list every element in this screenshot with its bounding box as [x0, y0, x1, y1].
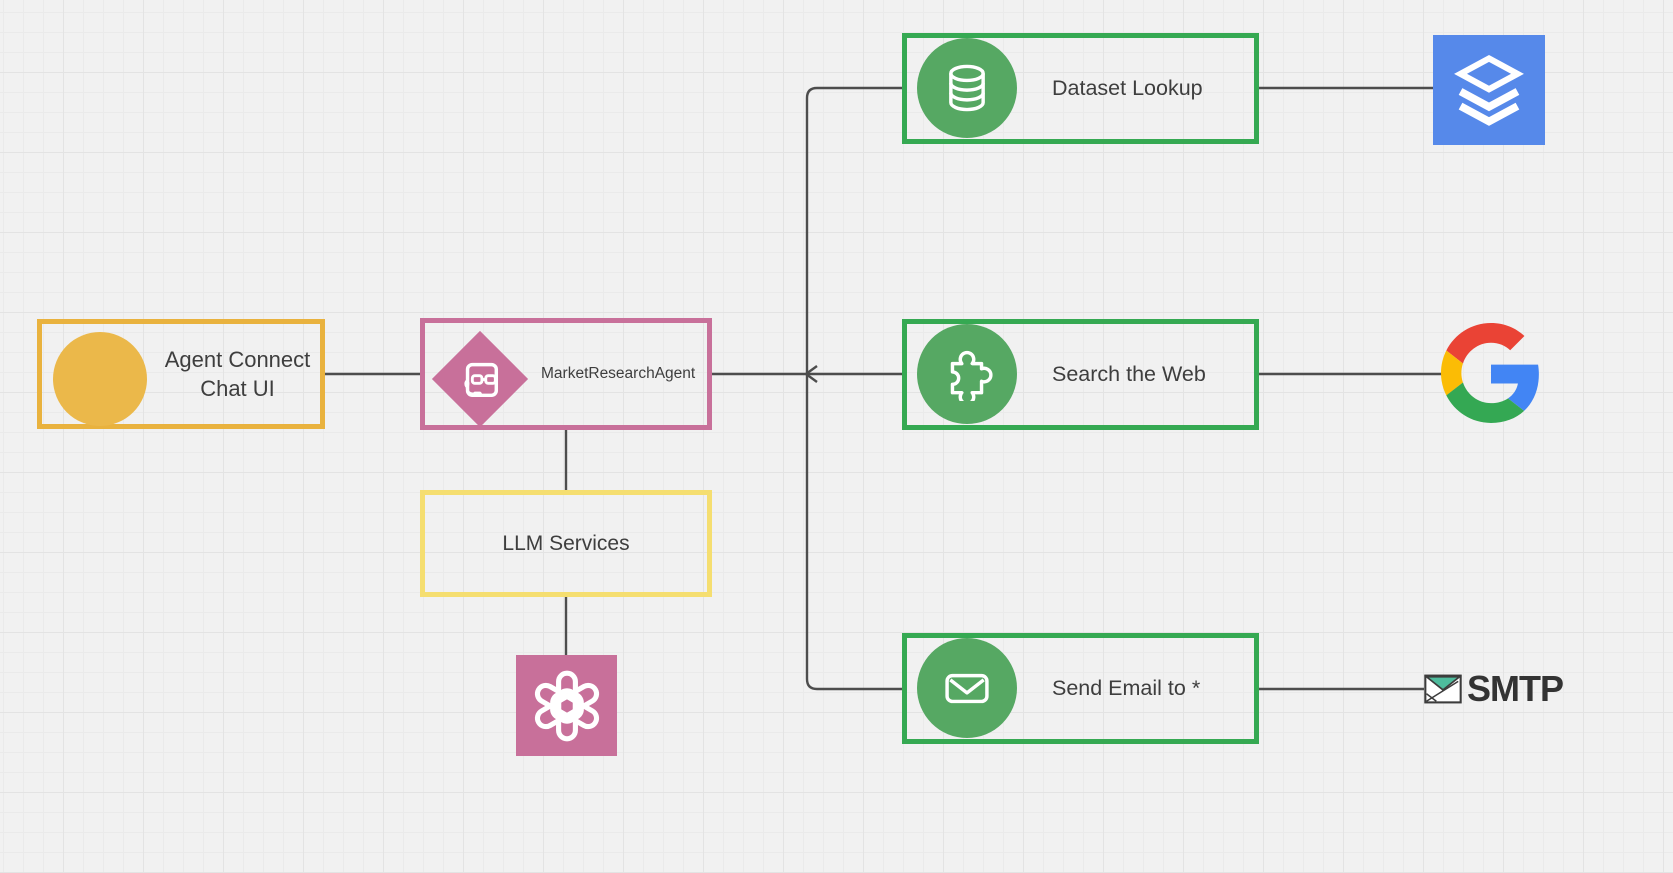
tool-label-search-the-web: Search the Web [1052, 362, 1206, 386]
chat-ui-label-line1: Agent Connect [164, 347, 311, 372]
node-agent-connect-chat-ui[interactable]: Agent Connect Chat UI [37, 319, 325, 429]
tool-label-send-email: Send Email to * [1052, 676, 1201, 700]
openai-icon [527, 666, 607, 746]
envelope-icon [939, 660, 995, 716]
tool-circle [917, 38, 1017, 138]
chat-ui-label: Agent Connect Chat UI [145, 324, 330, 424]
google-g-icon [1441, 323, 1541, 423]
node-tool-search-the-web[interactable]: Search the Web [902, 319, 1259, 430]
tool-circle [917, 638, 1017, 738]
tool-circle [917, 324, 1017, 424]
node-openai[interactable] [516, 655, 617, 756]
llm-services-label: LLM Services [502, 531, 630, 555]
edge-branch-trunk [805, 86, 902, 691]
endpoint-stack-service[interactable] [1433, 35, 1545, 145]
agent-label: MarketResearchAgent [541, 365, 696, 382]
database-icon [939, 60, 995, 116]
chat-ui-circle-icon [53, 332, 147, 426]
node-market-research-agent[interactable]: MarketResearchAgent [420, 318, 712, 430]
smtp-envelope-icon [1424, 674, 1462, 704]
node-tool-dataset-lookup[interactable]: Dataset Lookup [902, 33, 1259, 144]
endpoint-google-search[interactable] [1441, 323, 1541, 423]
chat-ui-label-line2: Chat UI [200, 376, 275, 401]
puzzle-icon [940, 347, 994, 401]
node-llm-services[interactable]: LLM Services [420, 490, 712, 597]
smtp-label: SMTP [1467, 668, 1564, 709]
edge-junction-chevron [803, 365, 818, 383]
layers-stack-icon [1449, 50, 1529, 130]
node-tool-send-email[interactable]: Send Email to * [902, 633, 1259, 744]
agent-headset-icon [457, 356, 503, 402]
endpoint-smtp[interactable]: SMTP [1424, 668, 1564, 709]
tool-label-dataset-lookup: Dataset Lookup [1052, 76, 1203, 100]
